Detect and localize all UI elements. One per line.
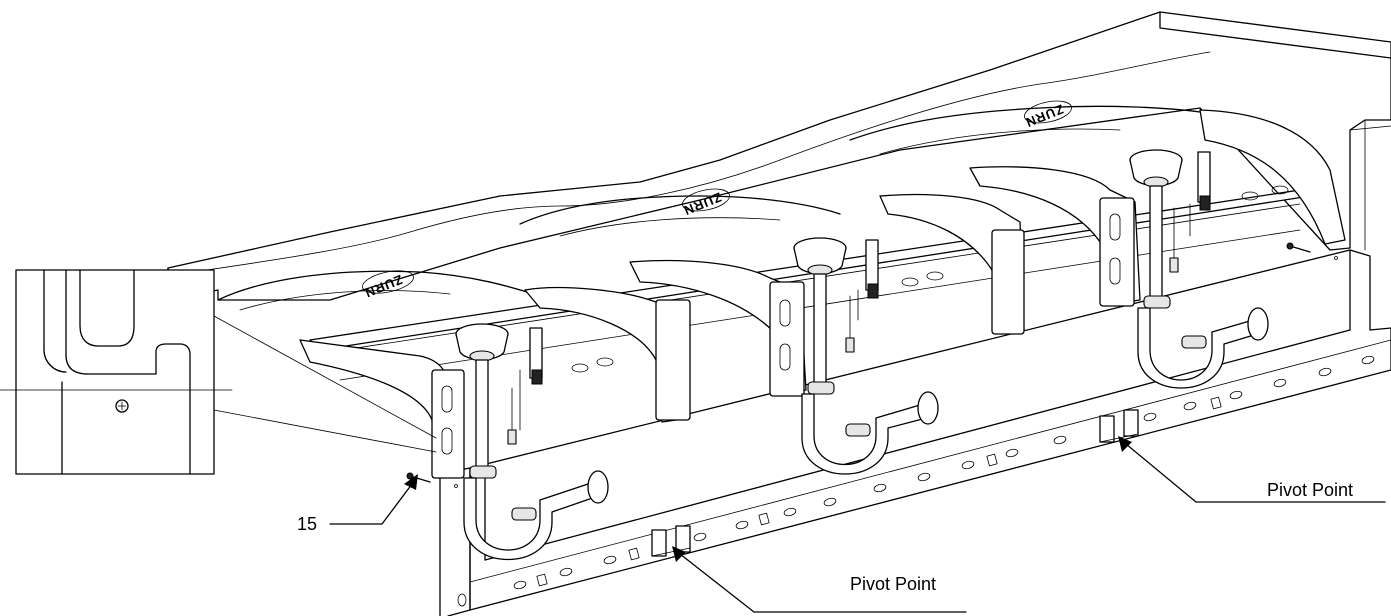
valve-left: [507, 327, 543, 445]
bowl-middle: [519, 188, 841, 237]
drain-trap-middle: [793, 237, 939, 475]
callout-pivot-bottom: Pivot Point: [672, 546, 967, 613]
countertop: [167, 11, 1391, 301]
inset-leader-top: [213, 315, 437, 439]
bracket-middle-right: [879, 193, 1025, 335]
screw-right: [1286, 242, 1338, 260]
bowl-left: [217, 270, 541, 311]
bowl-right: [849, 100, 1201, 155]
phillips-screw-icon: [115, 399, 129, 413]
callout-part-15: 15: [297, 474, 418, 534]
bracket-middle-left: [524, 286, 691, 423]
drain-trap-right: [1129, 149, 1269, 389]
pivot-point-label-bottom: Pivot Point: [850, 574, 936, 594]
bracket-right: [969, 166, 1141, 307]
detail-inset: [0, 269, 233, 475]
callout-pivot-right: Pivot Point: [1118, 436, 1386, 503]
front-access-panel: [439, 249, 1391, 616]
drain-trap-left: [455, 323, 609, 561]
inset-leader-bottom: [213, 409, 437, 453]
valve-middle: [845, 239, 879, 353]
bracket-far-right: [1199, 109, 1346, 245]
pivot-point-label-right: Pivot Point: [1267, 480, 1353, 500]
valve-right: [1169, 151, 1211, 273]
screw-15: [406, 472, 458, 488]
pivot-bracket-right: [1099, 409, 1139, 443]
part-number-label: 15: [297, 514, 317, 534]
panel-slots: [457, 355, 1375, 607]
bracket-middle: [629, 259, 807, 397]
bracket-left: [299, 339, 465, 479]
